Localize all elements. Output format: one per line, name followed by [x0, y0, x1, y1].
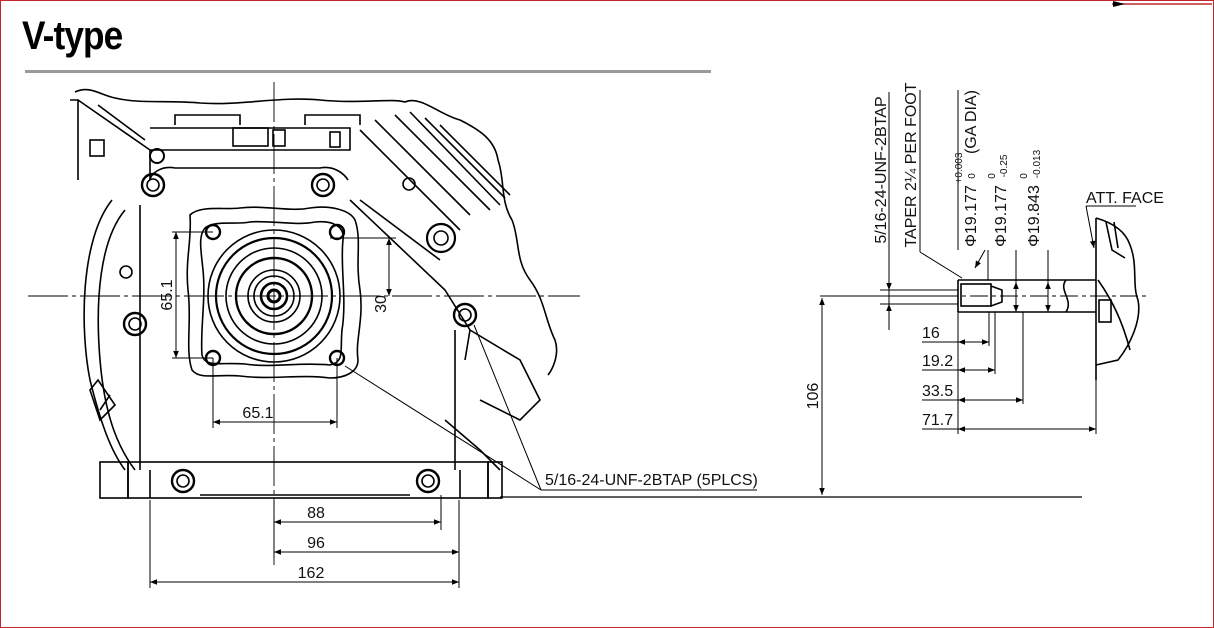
- page-title: V-type: [22, 14, 123, 58]
- side-dimensions: [819, 90, 1150, 495]
- taper-callout: TAPER 2¼ PER FOOT: [903, 82, 920, 247]
- dim-label-65-1-horizontal: 65.1: [242, 405, 273, 422]
- dim-label-33-5: 33.5: [922, 383, 953, 400]
- diameter-tol-upper: +0.003: [954, 152, 965, 183]
- dim-label-65-1-vertical: 65.1: [159, 279, 176, 310]
- ga-dia-callout: (GA DIA): [963, 90, 980, 154]
- svg-text:Φ19.177: Φ19.177: [993, 185, 1010, 247]
- att-face-callout: ATT. FACE: [1086, 190, 1164, 207]
- diameter-callout-1: Φ19.177 +0.003 0: [954, 152, 980, 247]
- shaft-side-view: [957, 217, 1140, 380]
- diameter-tol-upper: 0: [1019, 173, 1030, 179]
- diameter-symbol: Φ: [963, 234, 980, 247]
- diameter-symbol: Φ: [993, 234, 1010, 247]
- engine-front-view: [70, 88, 558, 499]
- dim-label-162: 162: [298, 565, 325, 582]
- title-underline: [25, 70, 711, 73]
- diameter-tol-upper: 0: [987, 173, 998, 179]
- diameter-value: 19.843: [1026, 185, 1043, 234]
- dim-label-19-2: 19.2: [922, 353, 953, 370]
- centerlines-front: [28, 82, 580, 565]
- front-dimensions: [149, 231, 1082, 588]
- corner-marker: [1112, 1, 1212, 7]
- dim-label-106: 106: [805, 383, 822, 410]
- diameter-tol-lower: -0.013: [1032, 149, 1043, 178]
- dim-label-96: 96: [307, 535, 325, 552]
- tap-callout-side: 5/16-24-UNF-2BTAP: [873, 96, 890, 243]
- diameter-tol-lower: 0: [967, 173, 978, 179]
- dim-label-88: 88: [307, 505, 325, 522]
- dim-label-30: 30: [373, 295, 390, 313]
- diameter-symbol: Φ: [1026, 234, 1043, 247]
- dim-label-71-7: 71.7: [922, 412, 953, 429]
- dim-label-16: 16: [922, 325, 940, 342]
- diameter-tol-lower: -0.25: [999, 154, 1010, 177]
- svg-text:Φ19.843: Φ19.843: [1026, 185, 1043, 247]
- diameter-callout-3: Φ19.843 0 -0.013: [1019, 149, 1043, 246]
- diameter-callout-2: Φ19.177 0 -0.25: [987, 154, 1010, 247]
- tap-callout-5plcs: 5/16-24-UNF-2BTAP (5PLCS): [545, 472, 758, 489]
- diameter-value: 19.177: [993, 185, 1010, 234]
- svg-text:Φ19.177: Φ19.177: [963, 185, 980, 247]
- diameter-value: 19.177: [963, 185, 980, 234]
